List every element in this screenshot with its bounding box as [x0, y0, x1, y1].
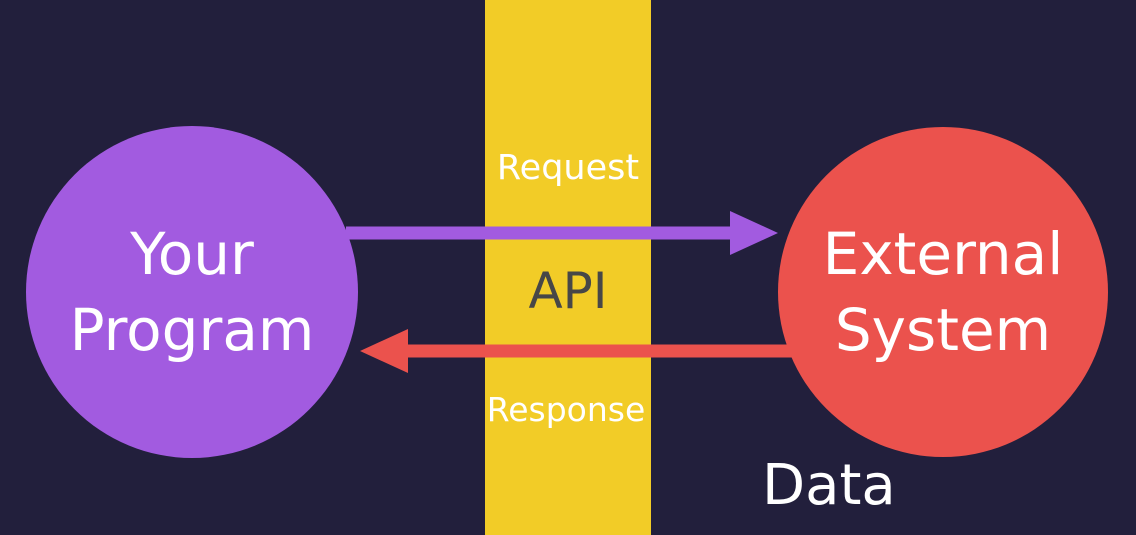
external-system-label: External System [823, 216, 1064, 368]
external-system-line-1: External [822, 220, 1064, 288]
api-band [485, 0, 651, 535]
data-label: Data [762, 453, 896, 518]
response-arrow [360, 329, 792, 373]
external-system-node: External System [778, 127, 1108, 457]
response-arrow-head [360, 329, 408, 373]
your-program-line-2: Program [69, 296, 315, 364]
request-arrow-head [730, 211, 778, 255]
api-label: API [528, 262, 608, 320]
your-program-node: Your Program [26, 126, 358, 458]
your-program-label: Your Program [70, 216, 315, 368]
external-system-line-2: System [834, 296, 1052, 364]
request-label: Request [496, 148, 640, 188]
your-program-line-1: Your [130, 220, 254, 288]
response-label: Response [486, 390, 646, 429]
request-arrow [346, 211, 778, 255]
